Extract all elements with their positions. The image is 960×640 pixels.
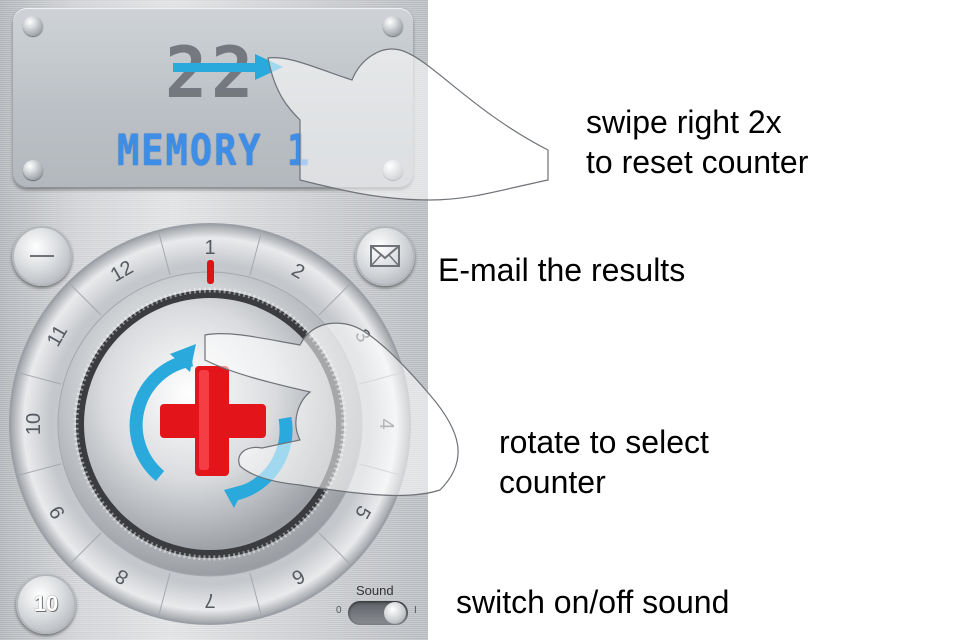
annotation-email: E-mail the results [438,252,686,288]
dial-divider [18,463,62,476]
arrow-head [170,344,196,372]
minus-icon [30,255,54,257]
dial-divider [158,572,171,616]
minus-button[interactable] [12,226,72,286]
annotation-swipe-line2: to reset counter [586,144,809,180]
annotation-rotate-line2: counter [499,464,606,500]
dial-divider [318,532,351,565]
dial-number: 7 [204,589,215,611]
screw-icon [383,16,403,36]
email-button[interactable] [355,226,415,286]
dial-divider [69,283,102,316]
plus-icon[interactable] [160,366,266,476]
annotation-rotate-line1: rotate to select [499,424,709,460]
dial-divider [249,232,262,276]
sound-on-label: I [414,605,417,616]
dial-divider [18,372,62,385]
sound-toggle[interactable] [348,601,408,625]
dial-number: 1 [204,237,215,259]
sound-off-label: 0 [336,605,342,616]
sound-toggle-knob[interactable] [384,602,406,624]
dial-divider [318,283,351,316]
dial-divider [249,572,262,616]
sound-label: Sound [356,583,394,598]
memory-label: MEMORY 1 [117,126,312,176]
dial-number: 10 [23,413,45,435]
counter-value: 22 [165,32,258,114]
annotation-sound: switch on/off sound [456,584,730,620]
envelope-icon [370,245,400,267]
reset-ten-label: 10 [33,591,59,616]
arrow-right-icon [173,54,283,80]
annotation-swipe-line1: swipe right 2x [586,104,782,140]
arrow-head [224,484,246,508]
screw-icon [23,160,43,180]
reset-ten-button[interactable]: 10 [16,574,76,634]
dial-divider [69,532,102,565]
dial-indicator [207,260,214,284]
screw-icon [23,16,43,36]
dial-divider [158,232,171,276]
